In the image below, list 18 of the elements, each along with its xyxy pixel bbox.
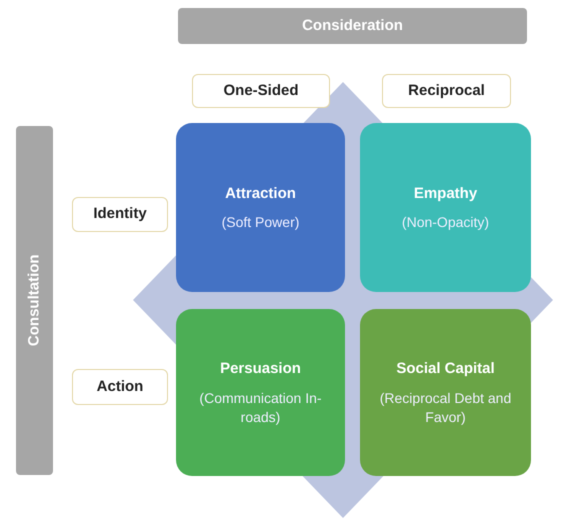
quadrant-box	[176, 309, 345, 476]
quadrant-title: Social Capital	[396, 359, 495, 379]
quadrant-subtitle: (Non-Opacity)	[402, 213, 490, 232]
axis-label: One-Sided	[192, 74, 330, 108]
quadrant-subtitle: (Soft Power)	[222, 213, 300, 232]
side-bar: Consultation	[16, 126, 53, 475]
quadrant-title: Empathy	[414, 184, 478, 204]
quadrant-box	[360, 123, 531, 292]
quadrant-box	[176, 123, 345, 292]
quadrant-subtitle: (Communication In-roads)	[198, 388, 323, 427]
axis-label: Action	[72, 369, 168, 405]
quadrant-box	[360, 309, 531, 476]
axis-label: Reciprocal	[382, 74, 511, 108]
quadrant-title: Persuasion	[220, 359, 301, 379]
quadrant-title: Attraction	[225, 184, 296, 204]
quadrant-subtitle: (Reciprocal Debt and Favor)	[378, 388, 512, 427]
axis-label: Identity	[72, 197, 168, 232]
header-bar: Consideration	[178, 8, 527, 44]
